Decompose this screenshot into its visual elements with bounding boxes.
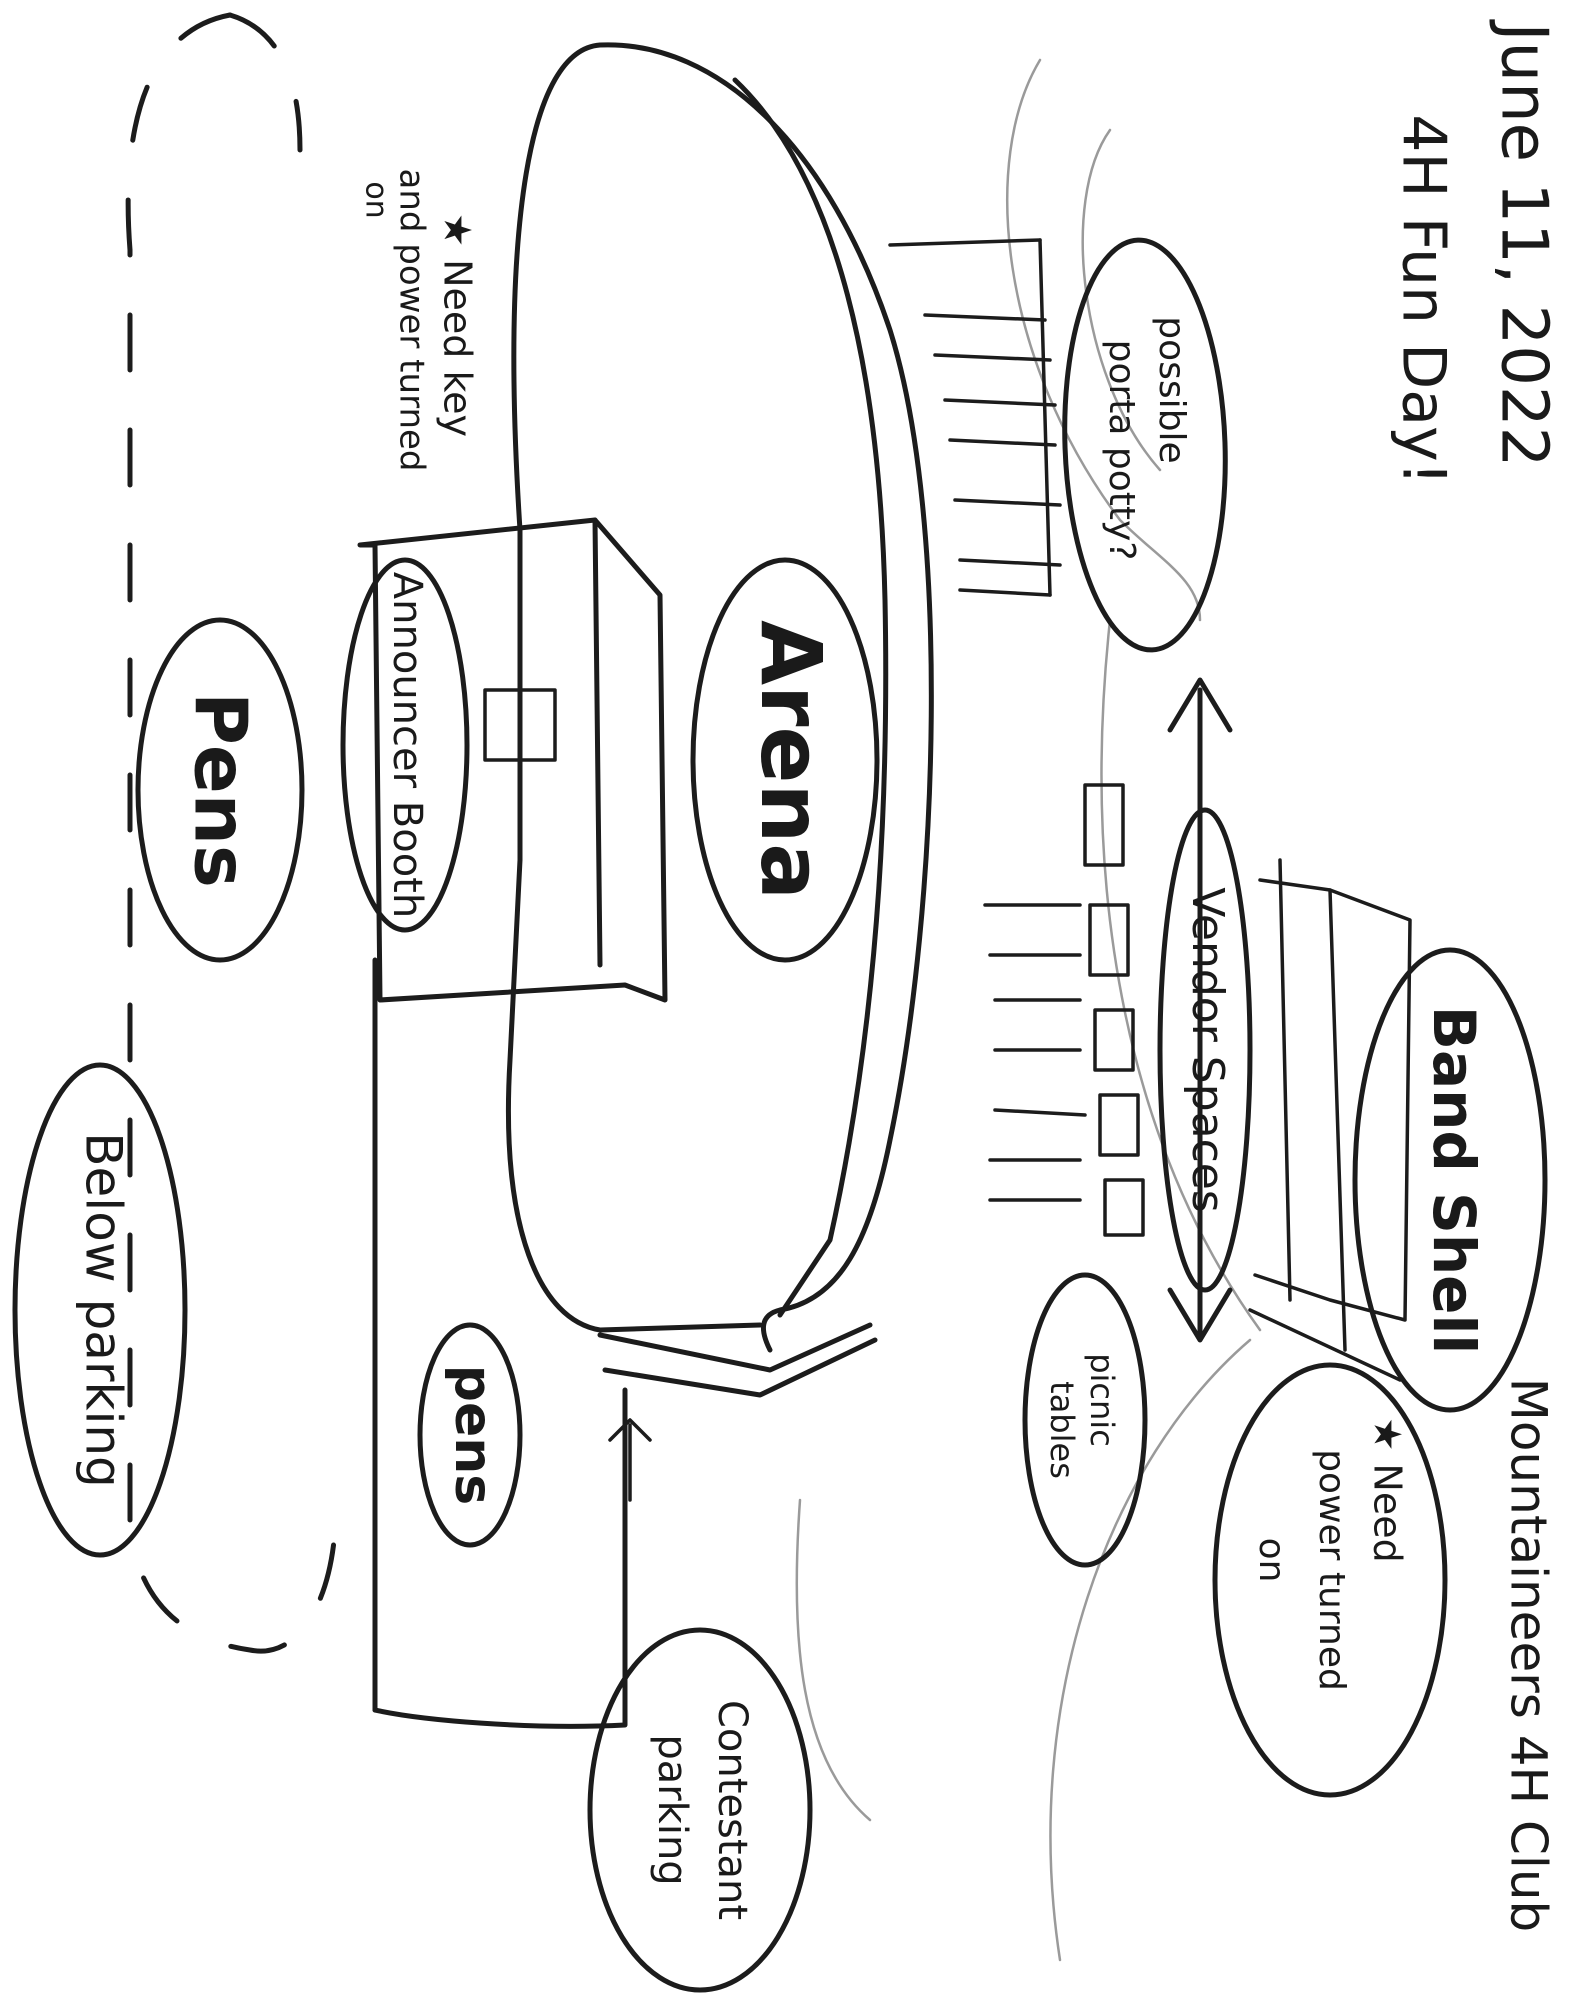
arena-bubble xyxy=(690,557,880,963)
arena-gate-2 xyxy=(602,1337,878,1398)
vendor-arrow-head-bottom xyxy=(1167,1287,1233,1343)
need-key-label-2: and power turned xyxy=(392,169,432,472)
picnic-tables-bubble xyxy=(1022,1272,1148,1568)
vendor-spaces-label: Vendor Spaces xyxy=(1182,887,1233,1213)
need-power-bubble xyxy=(1212,1362,1448,1798)
picnic-tables-label-2: tables xyxy=(1043,1381,1081,1479)
arena-fence-left xyxy=(505,527,763,1333)
dashed-lot-boundary-top xyxy=(227,12,303,153)
band-shell-frame-2 xyxy=(1248,858,1402,1382)
title-event: 4H Fun Day! xyxy=(1388,114,1458,485)
contestant-parking-label-1: Contestant xyxy=(709,1700,755,1920)
announcer-booth-bubble xyxy=(340,557,470,933)
porta-potty-label-2: porta potty? xyxy=(1101,340,1142,561)
arena-outline xyxy=(511,42,934,1353)
need-key-label-1: ★ Need key xyxy=(436,213,480,437)
need-power-label-1: ★ Need xyxy=(1366,1417,1410,1562)
pens-lower-label: pens xyxy=(443,1365,503,1505)
arena-outline-inner xyxy=(732,77,889,1318)
pens-upper-bubble xyxy=(135,617,305,963)
road-curve-bottom xyxy=(1049,1338,1252,1962)
title-date: June 11, 2022 xyxy=(1486,19,1560,468)
below-parking-label: Below parking xyxy=(75,1132,133,1488)
announcer-booth-box xyxy=(357,517,668,1003)
road-curve-bottom-left xyxy=(795,1498,872,1822)
vendor-spaces-bubble xyxy=(1157,807,1253,1293)
band-shell-frame xyxy=(1253,878,1412,1322)
bleachers-upper xyxy=(888,238,1062,597)
contestant-parking-label-2: parking xyxy=(649,1734,695,1885)
need-power-label-3: on xyxy=(1251,1538,1292,1583)
contestant-parking-bubble xyxy=(587,1627,813,1993)
pens-upper-label: Pens xyxy=(178,692,262,888)
bleachers-lower xyxy=(983,903,1087,1202)
picnic-tables-label-1: picnic xyxy=(1083,1353,1121,1447)
band-shell-label: Band Shell xyxy=(1420,1006,1488,1355)
below-parking-bubble xyxy=(12,1062,188,1558)
porta-potty-label-1: possible xyxy=(1151,316,1192,463)
need-power-label-2: power turned xyxy=(1311,1449,1352,1691)
need-key-label-3: on xyxy=(359,181,394,218)
pens-lower-bubble xyxy=(417,1322,523,1548)
arena-label: Arena xyxy=(742,620,840,900)
dashed-lot-boundary xyxy=(125,12,338,1654)
booth-edge xyxy=(592,517,603,968)
vendor-arrow-head-top xyxy=(1167,677,1233,733)
road-curve-lower xyxy=(1100,618,1262,1332)
announcer-booth-label: Announcer Booth xyxy=(384,572,430,918)
vendor-space-boxes xyxy=(1083,783,1145,1237)
band-shell-bubble xyxy=(1352,947,1548,1413)
arena-gate xyxy=(597,1322,873,1373)
booth-window xyxy=(483,688,557,762)
road-curve xyxy=(1006,58,1202,622)
porta-potty-bubble xyxy=(1062,237,1228,653)
entry-arrow xyxy=(608,1418,652,1502)
club-name: Mountaineers 4H Club xyxy=(1500,1378,1558,1933)
